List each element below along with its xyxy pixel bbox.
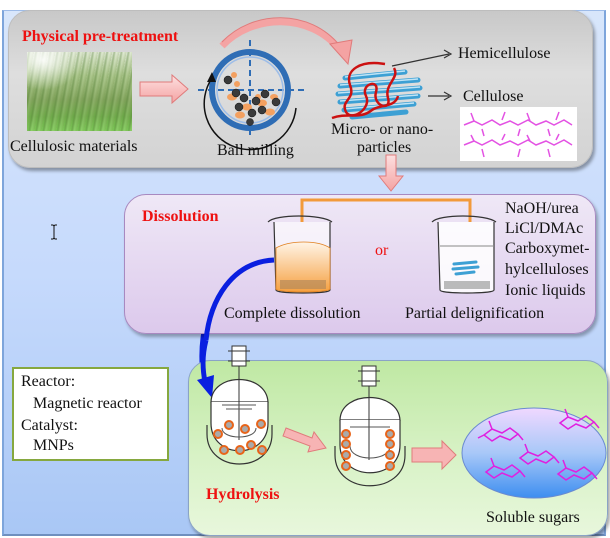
hemicellulose-pointer: [391, 49, 453, 67]
solvent-item: LiCl/DMAc: [505, 220, 584, 237]
particles-label-line1: Micro- or nano-: [331, 121, 434, 138]
reactor-catalyst-infobox: Reactor: Magnetic reactor Catalyst: MNPs: [12, 367, 169, 461]
milling-label: Ball milling: [217, 142, 294, 159]
hydrolysis-title: Hydrolysis: [206, 486, 280, 503]
arrow-to-dissolution: [377, 154, 405, 192]
complete-dissolution-label: Complete dissolution: [224, 305, 361, 322]
infobox-line: Magnetic reactor: [33, 395, 142, 412]
cellulose-label: Cellulose: [463, 88, 524, 105]
cellulose-pointer: [428, 91, 453, 101]
particles-label-line2: particles: [357, 139, 412, 156]
fibril-bundle-icon: [331, 61, 423, 120]
arrow-to-mill: [139, 73, 189, 105]
hemicellulose-label: Hemicellulose: [458, 45, 551, 62]
ball-mill-icon: [198, 40, 304, 151]
solvent-item: NaOH/urea: [505, 200, 579, 217]
solvent-item: Ionic liquids: [505, 282, 586, 299]
or-label: or: [375, 242, 389, 259]
infobox-line: MNPs: [33, 437, 74, 454]
partial-delignification-label: Partial delignification: [405, 305, 545, 322]
infobox-line: Catalyst:: [21, 417, 78, 434]
dissolution-title: Dissolution: [142, 208, 219, 225]
infobox-line: Reactor:: [21, 373, 76, 390]
materials-label: Cellulosic materials: [10, 138, 138, 155]
cellulose-structure-image: [460, 107, 577, 161]
grass-photo: [27, 52, 132, 131]
arrow-to-particles: [219, 17, 353, 66]
solvent-item: Carboxymet-: [505, 240, 590, 257]
soluble-sugars-label: Soluble sugars: [486, 509, 580, 526]
text-cursor-icon: [51, 224, 57, 240]
pretreatment-title: Physical pre-treatment: [22, 28, 179, 45]
solvent-item: hylcelluloses: [505, 261, 589, 278]
